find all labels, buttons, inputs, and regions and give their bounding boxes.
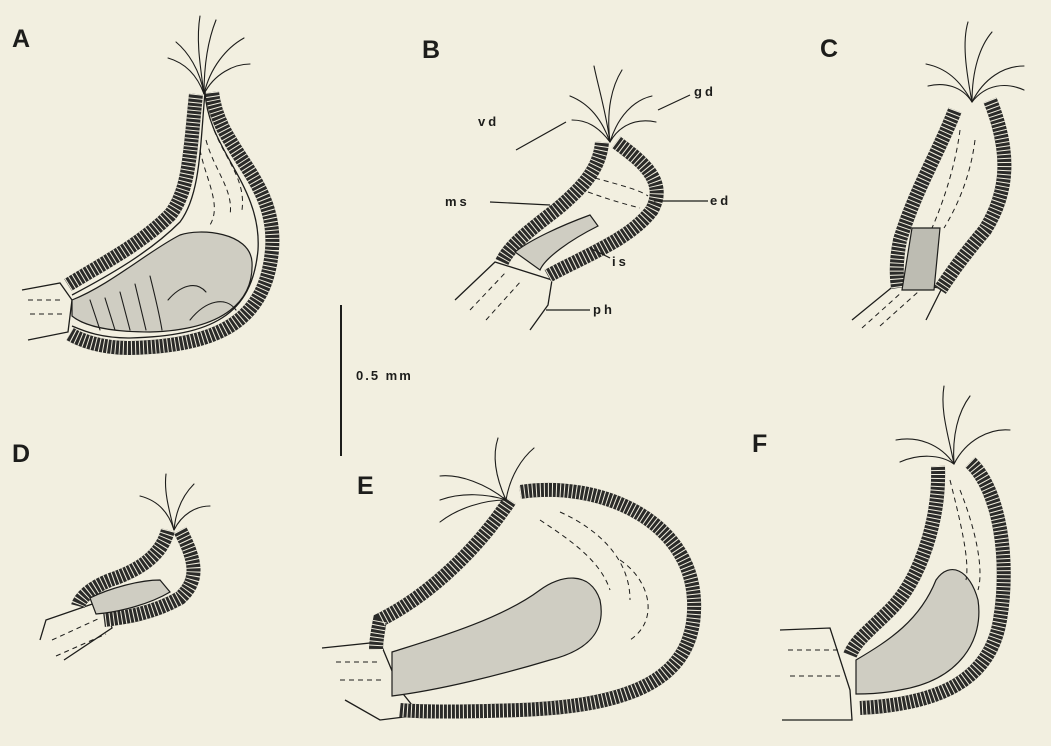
figure-e-digestive-tract <box>322 438 694 720</box>
figure-a-pharynx <box>22 283 72 340</box>
label-ph: ph <box>593 302 615 317</box>
panel-letter-e: E <box>357 472 374 501</box>
figure-f-cilia <box>896 386 1010 464</box>
figure-f-pharynx <box>780 628 852 720</box>
figure-a-cilia <box>168 16 250 94</box>
label-vd: vd <box>478 114 499 129</box>
figure-a-digestive-tract <box>22 16 272 348</box>
figure-b-cilia <box>570 66 656 142</box>
label-ed: ed <box>710 193 731 208</box>
panel-letter-a: A <box>12 25 30 54</box>
figure-d-digestive-tract <box>40 474 210 660</box>
panel-letter-d: D <box>12 440 30 469</box>
panel-letter-c: C <box>820 35 838 64</box>
label-gd: gd <box>694 84 716 99</box>
figure-b-pharynx <box>455 262 552 330</box>
scale-bar-label: 0.5 mm <box>356 368 413 383</box>
panel-letter-f: F <box>752 430 767 459</box>
label-is: is <box>612 254 629 269</box>
figure-c-digestive-tract <box>852 22 1024 328</box>
panel-letter-b: B <box>422 36 440 65</box>
figure-f-digestive-tract <box>780 386 1010 720</box>
figure-b-digestive-tract <box>455 66 708 330</box>
label-ms: ms <box>445 194 470 209</box>
figure-c-cilia <box>926 22 1024 102</box>
figure-e-cilia <box>440 438 534 522</box>
figure-d-cilia <box>140 474 210 530</box>
